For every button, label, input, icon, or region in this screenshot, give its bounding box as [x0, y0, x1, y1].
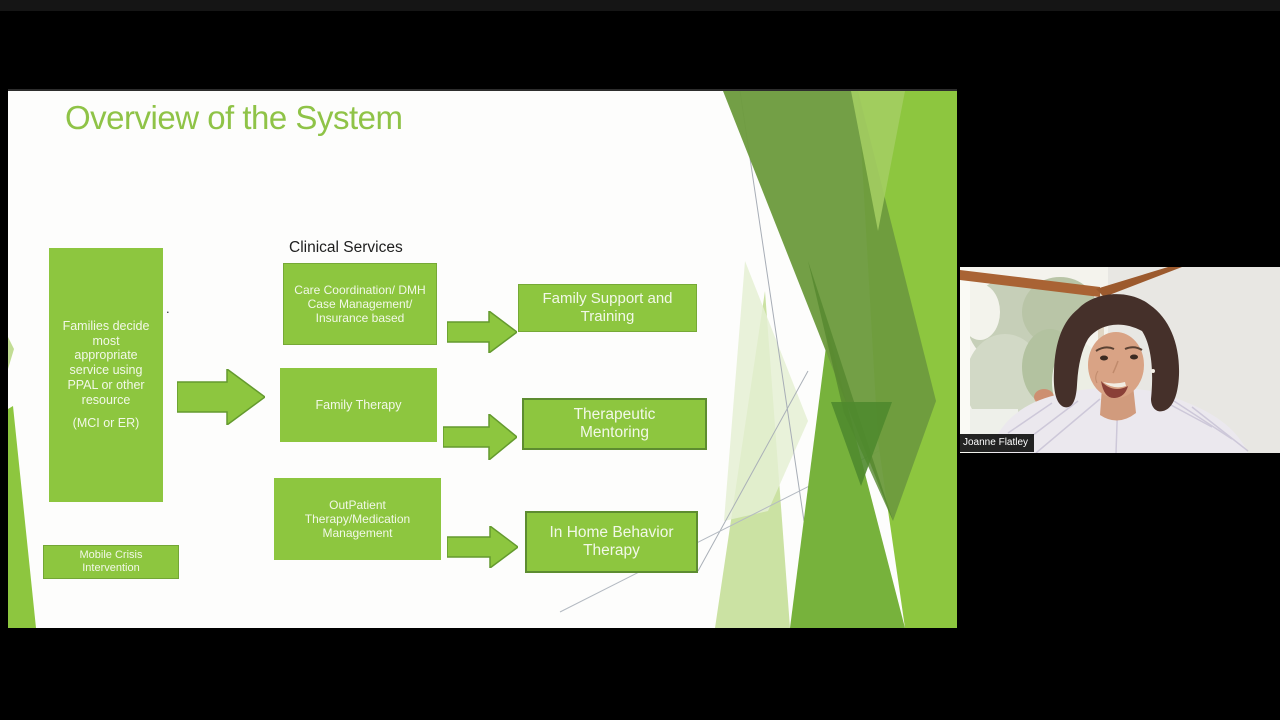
box-in-home-behavior: In Home Behavior Therapy [525, 511, 698, 573]
box-therapeutic-mentoring: Therapeutic Mentoring [522, 398, 707, 450]
light-green-triangle [715, 291, 790, 628]
face-features [1095, 346, 1155, 399]
person-hair [1053, 294, 1180, 412]
flow-arrow-care-to-support [447, 311, 517, 353]
stray-period: . [166, 301, 170, 316]
left-sliver-shape [8, 337, 14, 369]
box-families-subtext: (MCI or ER) [72, 416, 140, 431]
flow-arrow-outpatient-to-inhome [447, 526, 518, 568]
light-inset-triangle [851, 91, 905, 231]
box-family-support: Family Support and Training [518, 284, 697, 332]
bright-green-band [858, 91, 957, 628]
dark-sliver [808, 261, 893, 521]
box-families-text: Families decide most appropriate service… [62, 318, 150, 407]
box-care-coordination: Care Coordination/ DMH Case Management/ … [283, 263, 437, 345]
box-families-decide: Families decide most appropriate service… [49, 248, 163, 502]
flow-arrow-therapy-to-mentoring [443, 414, 517, 460]
left-wedge-shape [8, 406, 36, 628]
dark-triangle [831, 402, 892, 486]
pale-green-wedge [724, 261, 808, 521]
dark-green-swath [723, 91, 936, 521]
thin-diagonal-line [697, 370, 809, 572]
thin-diagonal-line [739, 91, 805, 522]
presentation-slide: Overview of the System Clinical Services… [8, 89, 957, 628]
webcam-video-feed[interactable]: Joanne Flatley [960, 267, 1280, 453]
shirt-stripes [1007, 394, 1249, 453]
webcam-scene [960, 267, 1280, 453]
slide-title: Overview of the System [65, 99, 403, 136]
box-outpatient: OutPatient Therapy/Medication Management [274, 478, 441, 560]
participant-name-tag: Joanne Flatley [960, 434, 1035, 452]
box-family-therapy: Family Therapy [280, 368, 437, 442]
flow-arrow-families [177, 369, 265, 425]
window-frame [960, 270, 1100, 297]
clinical-services-label: Clinical Services [289, 239, 403, 256]
medium-green-band [790, 331, 905, 628]
box-mobile-crisis: Mobile Crisis Intervention [43, 545, 179, 579]
top-letterbox-strip [0, 0, 1280, 11]
